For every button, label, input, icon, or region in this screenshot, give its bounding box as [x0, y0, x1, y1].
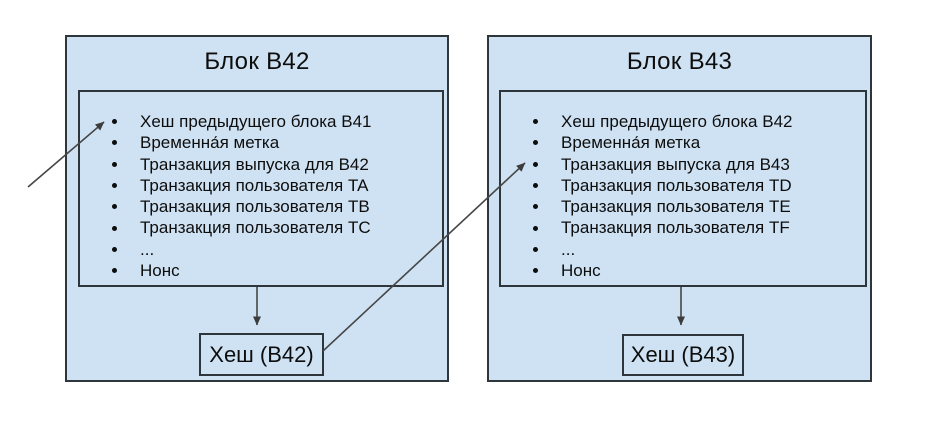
list-item: Транзакция пользователя TD	[501, 175, 865, 196]
list-item: Транзакция пользователя TF	[501, 217, 865, 238]
block-b43-title: Блок B43	[626, 48, 733, 75]
block-b42-hash-label: Хеш (B42)	[209, 341, 314, 367]
list-item: Транзакция пользователя TC	[80, 217, 442, 238]
block-b42-title: Блок B42	[204, 48, 310, 75]
list-item: Транзакция выпуска для B43	[501, 154, 865, 175]
list-item: Хеш предыдущего блока B41	[80, 111, 442, 132]
list-item: Нонс	[501, 260, 865, 281]
block-b43-hash-label: Хеш (B43)	[630, 342, 736, 367]
list-item: Нонс	[80, 260, 442, 281]
block-b42-contents: Хеш предыдущего блока B41 Временна́я мет…	[78, 90, 444, 287]
list-item: Временна́я метка	[501, 132, 865, 153]
list-item: Транзакция пользователя TB	[80, 196, 442, 217]
list-item: Транзакция пользователя TE	[501, 196, 865, 217]
block-b43-items-list: Хеш предыдущего блока B42 Временна́я мет…	[501, 92, 865, 281]
block-b42: Блок B42 Хеш предыдущего блока B41 Време…	[65, 35, 449, 382]
list-item: Транзакция пользователя TA	[80, 175, 442, 196]
block-b42-hash-box: Хеш (B42)	[199, 333, 324, 376]
list-item: Хеш предыдущего блока B42	[501, 111, 865, 132]
list-item: ...	[501, 239, 865, 260]
list-item: ...	[80, 239, 442, 260]
block-b42-items-list: Хеш предыдущего блока B41 Временна́я мет…	[80, 92, 442, 281]
block-b43-hash-box: Хеш (B43)	[622, 334, 744, 376]
list-item: Временна́я метка	[80, 132, 442, 153]
block-b43-contents: Хеш предыдущего блока B42 Временна́я мет…	[499, 90, 867, 287]
block-b43: Блок B43 Хеш предыдущего блока B42 Време…	[487, 35, 872, 382]
list-item: Транзакция выпуска для B42	[80, 154, 442, 175]
